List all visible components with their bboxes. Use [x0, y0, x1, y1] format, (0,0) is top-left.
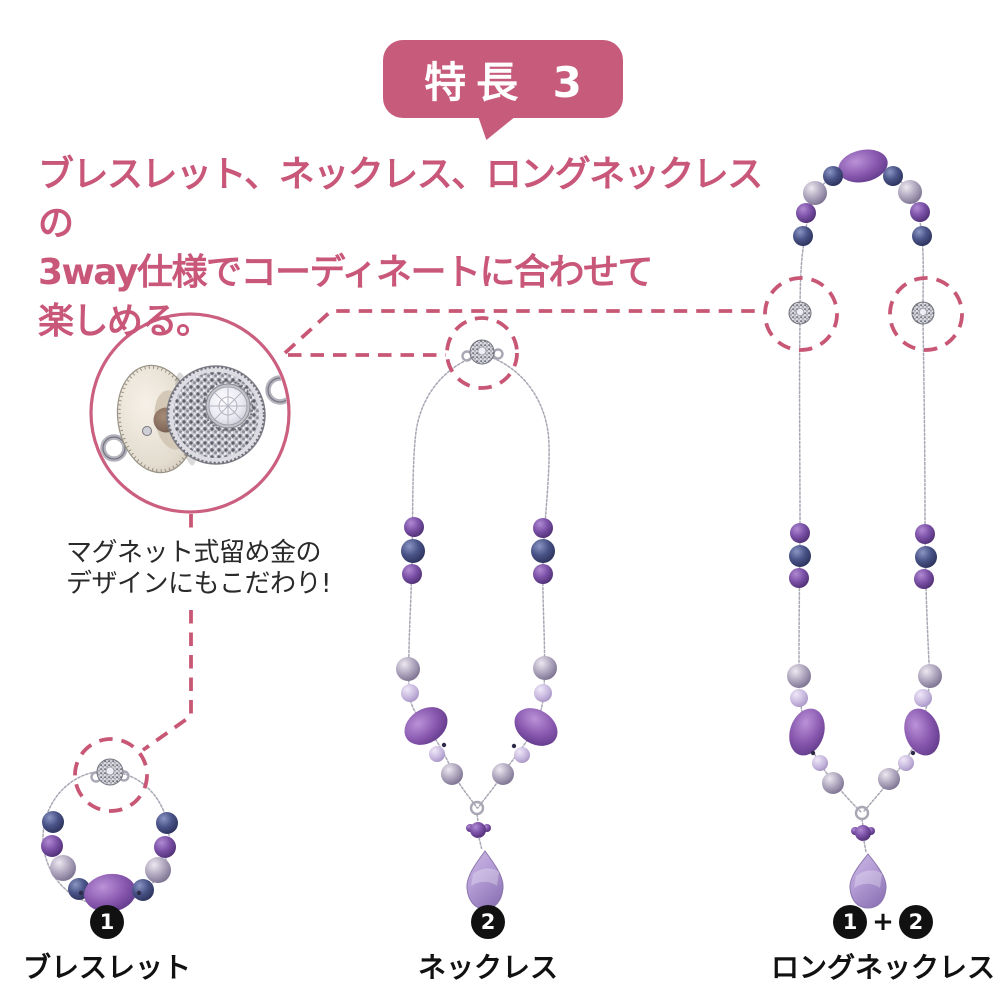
bracelet-beads [41, 811, 178, 913]
clasp-closeup-photo [93, 364, 287, 474]
feature-badge: 特長 3 [383, 40, 623, 140]
necklace-number-row: 2 [398, 904, 578, 940]
long-necklace-clasp-right [911, 301, 935, 325]
headline: ブレスレット、ネックレス、ロングネックレスの 3way仕様でコーディネートに合わ… [38, 150, 778, 346]
clasp-magnifier [89, 312, 291, 514]
necklace-pendant [466, 800, 504, 910]
clasp-caption-line-2: デザインにもこだわり! [66, 569, 331, 599]
bracelet-image [41, 758, 178, 913]
long-necklace-number-row: 1 + 2 [752, 904, 1000, 940]
headline-line-3: 楽しめる。 [38, 301, 212, 342]
feature-badge-label: 特長 3 [424, 57, 592, 107]
callout-connectors [73, 276, 964, 813]
number-badge-2-of-sum: 2 [898, 905, 933, 939]
bracelet-label: 1 ブレスレット [17, 904, 197, 986]
number-badge-2: 2 [471, 905, 505, 939]
bracelet-number-row: 1 [17, 904, 197, 940]
long-necklace-label: 1 + 2 ロングネックレス [752, 904, 1000, 986]
number-badge-1: 1 [90, 905, 124, 939]
long-necklace-image [787, 149, 942, 909]
connector-to-bracelet [141, 610, 193, 752]
necklace-clasp [461, 339, 504, 365]
bracelet-clasp [90, 758, 130, 786]
bracelet-clasp-highlight [73, 737, 149, 813]
necklace-label: 2 ネックレス [398, 904, 578, 986]
plus-sign: + [872, 907, 894, 937]
long-necklace-beads [787, 149, 942, 794]
bracelet-label-text: ブレスレット [22, 951, 191, 984]
long-necklace-clasp-highlight-right [888, 276, 964, 352]
magnifier-border [89, 312, 291, 514]
long-necklace-clasp-highlight-left [763, 276, 839, 352]
number-badge-1-of-sum: 1 [833, 905, 868, 939]
necklace-clasp-highlight [445, 316, 519, 390]
headline-line-2: 3way仕様でコーディネートに合わせて [38, 252, 653, 293]
connector-to-long-necklace [283, 309, 763, 355]
clasp-caption-line-1: マグネット式留め金の [66, 538, 322, 568]
long-necklace-clasp-left [788, 301, 812, 325]
necklace-beads [396, 517, 558, 785]
necklace-image [396, 339, 558, 910]
necklace-label-text: ネックレス [417, 951, 558, 984]
long-necklace-label-text: ロングネックレス [770, 951, 995, 984]
long-necklace-pendant [849, 805, 887, 909]
crystal-facets [209, 387, 247, 425]
headline-line-1: ブレスレット、ネックレス、ロングネックレスの [38, 154, 763, 244]
clasp-caption: マグネット式留め金の デザインにもこだわり! [66, 538, 386, 600]
